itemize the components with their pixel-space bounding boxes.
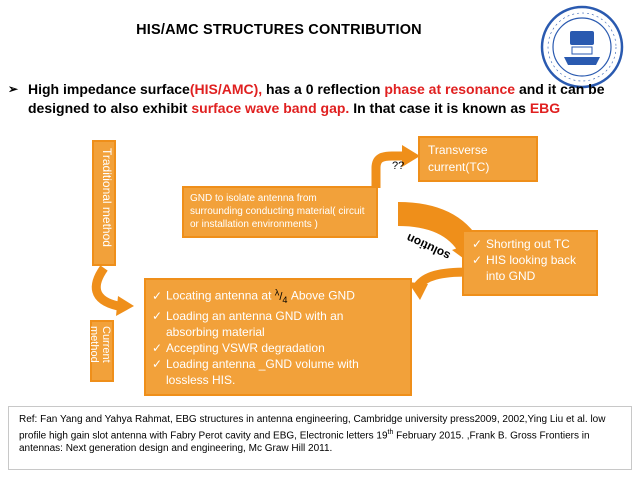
- traditional-method-box: [92, 140, 116, 266]
- current-method-box: [90, 320, 114, 382]
- current-item: ✓Loading antenna _GND volume with lossle…: [152, 356, 359, 387]
- current-items-box: ✓Locating antenna at λ/4 Above GND ✓Load…: [144, 278, 412, 396]
- arrow-to-tc: [371, 151, 405, 188]
- check-icon: ✓: [152, 340, 163, 355]
- solution-item: ✓Shorting out TC: [472, 237, 570, 251]
- check-icon: ✓: [152, 356, 163, 371]
- arrow-to-tc-head: [402, 145, 420, 167]
- solution-item: ✓HIS looking back into GND: [472, 253, 577, 283]
- transverse-current-box: Transverse current(TC): [418, 136, 538, 182]
- arrow-to-current-head: [408, 282, 428, 300]
- bullet-text: High impedance surface(HIS/AMC), has a 0…: [28, 81, 605, 116]
- slide-title: HIS/AMC STRUCTURES CONTRIBUTION: [136, 22, 422, 38]
- check-icon: ✓: [152, 288, 163, 303]
- bullet-arrow-icon: ➢: [8, 82, 19, 96]
- current-item: ✓Accepting VSWR degradation: [152, 340, 325, 355]
- curved-arrow-left: [91, 265, 120, 311]
- main-bullet: ➢ High impedance surface(HIS/AMC), has a…: [8, 80, 636, 118]
- check-icon: ✓: [152, 308, 163, 323]
- current-item: ✓Locating antenna at λ/4 Above GND: [152, 287, 355, 305]
- lambda-fraction: λ/4: [274, 287, 288, 305]
- check-icon: ✓: [472, 237, 483, 251]
- gnd-isolation-box: GND to isolate antenna from surrounding …: [182, 186, 378, 238]
- current-method-label: Current method: [88, 326, 112, 363]
- solution-box: ✓Shorting out TC ✓HIS looking back into …: [462, 230, 598, 296]
- question-marks: ??: [392, 160, 405, 172]
- reference-box: Ref: Fan Yang and Yahya Rahmat, EBG stru…: [8, 406, 632, 470]
- current-item: ✓Loading an antenna GND with an absorbin…: [152, 308, 344, 339]
- university-seal-icon: [540, 5, 624, 89]
- traditional-method-label: Traditional method: [100, 148, 114, 247]
- check-icon: ✓: [472, 253, 483, 267]
- curved-arrow-left-head: [116, 296, 134, 316]
